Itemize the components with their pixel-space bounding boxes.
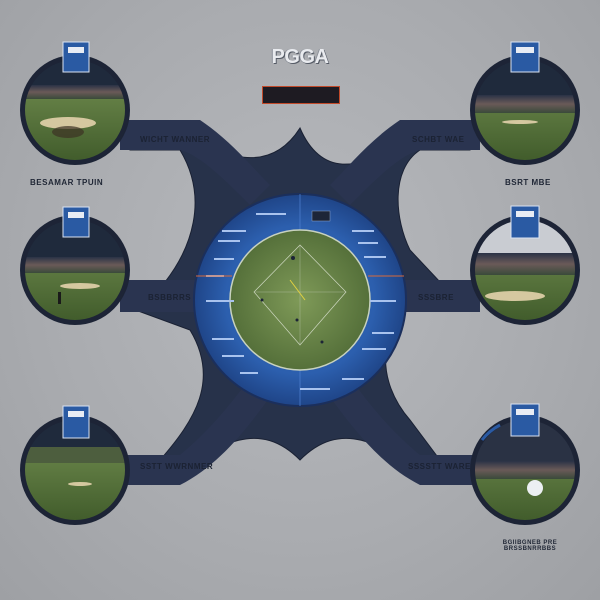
stadium-view-top-left bbox=[20, 41, 130, 165]
player-marker bbox=[295, 318, 299, 322]
panel-caption-top-left: BESAMAR TPUIN bbox=[30, 178, 104, 187]
panel-caption-top-right: BSRT MBE bbox=[505, 178, 551, 187]
stadium-view-middle-left bbox=[20, 206, 130, 325]
hud-mini-screen bbox=[311, 210, 331, 222]
panel-label-top-left: WICHT WANNER bbox=[140, 135, 210, 144]
team-badge-icon bbox=[510, 41, 540, 73]
stadium-view-middle-right bbox=[470, 205, 580, 325]
panel-label-bottom-right: SSSSTT WARE bbox=[408, 462, 471, 471]
stadium-view-bottom-left bbox=[20, 405, 130, 525]
panel-label-top-right: SCHBT WAE bbox=[412, 135, 465, 144]
panel-label-bottom-left: SSTT WWRNMER bbox=[140, 462, 214, 471]
connector-arms bbox=[120, 120, 480, 485]
panel-label-middle-right: SSSBRE bbox=[418, 293, 454, 302]
team-badge-icon bbox=[62, 206, 90, 238]
team-badge-icon bbox=[62, 41, 90, 73]
stadium-view-top-right bbox=[470, 41, 580, 165]
player-marker bbox=[320, 340, 324, 344]
player-marker bbox=[260, 298, 264, 302]
team-badge-icon bbox=[510, 205, 540, 239]
title-banner bbox=[262, 86, 340, 104]
title-block: PGGA bbox=[250, 46, 350, 69]
hud-right-ticks bbox=[256, 213, 396, 390]
panel-caption-bottom-right: BGIIBGNEB PRE BRSSBNRRBBS bbox=[502, 540, 558, 552]
player-marker bbox=[291, 256, 295, 260]
ball-path bbox=[289, 279, 306, 301]
central-hud-ring bbox=[193, 193, 407, 407]
page-title: PGGA bbox=[271, 46, 329, 68]
team-badge-icon bbox=[62, 405, 90, 439]
stadium-view-bottom-right bbox=[470, 403, 580, 525]
panel-label-middle-left: BSBBRRS bbox=[148, 293, 192, 302]
baseball-icon bbox=[527, 480, 543, 496]
team-badge-icon bbox=[510, 403, 540, 437]
